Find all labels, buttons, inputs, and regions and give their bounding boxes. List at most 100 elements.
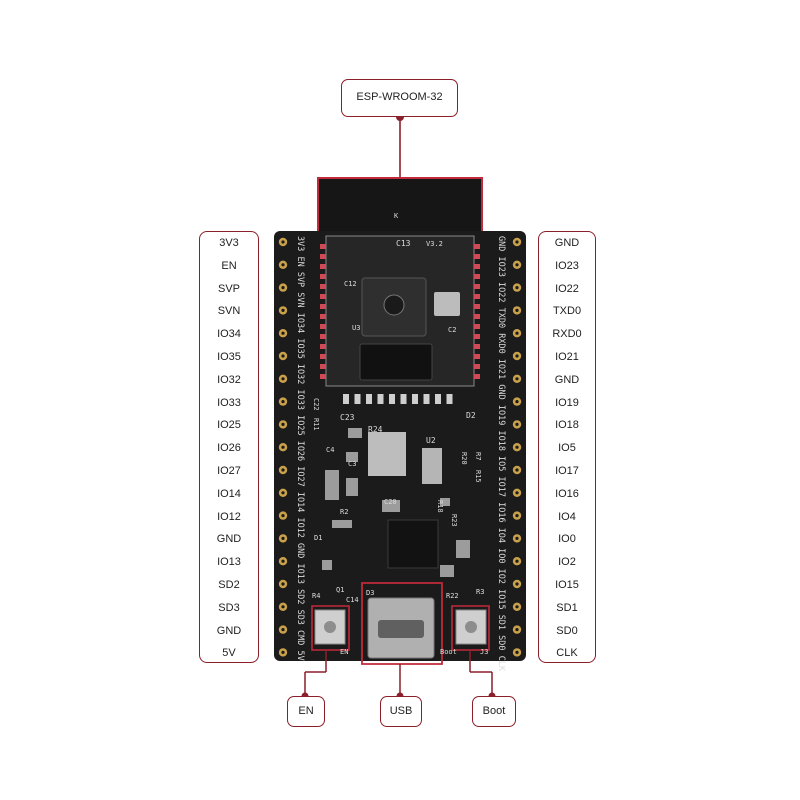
silk-r23: R23 <box>450 514 458 527</box>
header-pad-hole <box>515 240 518 243</box>
header-pad-hole <box>281 446 284 449</box>
silk-left-column: 3V3 EN SVP SVN IO34 IO35 IO32 IO33 IO25 … <box>295 236 305 661</box>
header-pad-hole <box>281 240 284 243</box>
header-pad-hole <box>281 651 284 654</box>
en-callout: EN <box>287 696 325 727</box>
castellation-pad <box>366 394 372 404</box>
header-pad-hole <box>515 377 518 380</box>
header-pad-hole <box>281 468 284 471</box>
pin-label-left-18: 5V <box>200 646 258 660</box>
pin-label-right-17: SD0 <box>539 624 595 638</box>
castellation-pad <box>343 394 349 404</box>
pin-label-left-12: IO12 <box>200 510 258 524</box>
header-pad-hole <box>281 560 284 563</box>
silk-d1: D1 <box>314 534 322 542</box>
castellation-pad <box>320 344 326 349</box>
usb-uart-chip <box>388 520 438 568</box>
silk-c12: C12 <box>344 280 357 288</box>
castellation-pad <box>474 244 480 249</box>
silk-c23: C23 <box>340 413 355 422</box>
module-callout: ESP-WROOM-32 <box>341 79 458 117</box>
silk-c2: C2 <box>448 326 456 334</box>
pin-label-left-7: IO33 <box>200 396 258 410</box>
antenna <box>318 178 482 234</box>
silk-r7: R7 <box>474 452 482 460</box>
header-pad-hole <box>281 582 284 585</box>
pin-label-right-12: IO4 <box>539 510 595 524</box>
usb-port-opening <box>378 620 424 638</box>
pin-label-right-16: SD1 <box>539 601 595 615</box>
silk-c22: C22 <box>312 398 320 411</box>
castellation-pad <box>320 244 326 249</box>
header-pad-hole <box>281 263 284 266</box>
castellation-pad <box>355 394 361 404</box>
silk-u3: U3 <box>352 324 360 332</box>
header-pad-hole <box>515 309 518 312</box>
pin-label-right-9: IO5 <box>539 441 595 455</box>
castellation-pad <box>320 274 326 279</box>
castellation-pad <box>474 324 480 329</box>
castellation-pad <box>474 254 480 259</box>
pin-label-left-6: IO32 <box>200 373 258 387</box>
silk-v32: V3.2 <box>426 240 443 248</box>
castellation-pad <box>320 354 326 359</box>
castellation-pad <box>474 354 480 359</box>
castellation-pad <box>424 394 430 404</box>
silk-r3: R3 <box>476 588 484 596</box>
castellation-pad <box>320 314 326 319</box>
header-pad-hole <box>281 514 284 517</box>
pin-label-left-2: SVP <box>200 282 258 296</box>
crystal <box>434 292 460 316</box>
castellation-pad <box>320 284 326 289</box>
silk-r22: R22 <box>446 592 459 600</box>
pin-label-right-10: IO17 <box>539 464 595 478</box>
boot-callout-label: Boot <box>483 705 506 717</box>
pin-label-right-5: IO21 <box>539 350 595 364</box>
header-pad-hole <box>515 537 518 540</box>
pin-label-left-9: IO26 <box>200 441 258 455</box>
header-pad-hole <box>515 400 518 403</box>
header-pad-hole <box>515 446 518 449</box>
pin-label-left-1: EN <box>200 259 258 273</box>
pin-label-right-11: IO16 <box>539 487 595 501</box>
silk-c13: C13 <box>396 239 411 248</box>
header-pad-hole <box>515 582 518 585</box>
castellation-pad <box>320 364 326 369</box>
silk-r15: R15 <box>474 470 482 483</box>
pin-label-right-15: IO15 <box>539 578 595 592</box>
silk-r20: R20 <box>460 452 468 465</box>
pin-label-left-0: 3V3 <box>200 236 258 250</box>
castellation-pad <box>435 394 441 404</box>
silk-c4: C4 <box>326 446 334 454</box>
silk-r4: R4 <box>312 592 320 600</box>
silk-c3: C3 <box>348 460 356 468</box>
pin-label-right-1: IO23 <box>539 259 595 273</box>
silk-d2: D2 <box>466 411 476 420</box>
silk-r24: R24 <box>368 425 383 434</box>
header-pad-hole <box>281 354 284 357</box>
header-pad-hole <box>515 560 518 563</box>
castellation-pad <box>320 324 326 329</box>
pin-label-left-8: IO25 <box>200 418 258 432</box>
castellation-pad <box>474 374 480 379</box>
silk-boot-switch: Boot <box>440 648 457 656</box>
silk-q1: Q1 <box>336 586 344 594</box>
silk-r2: R2 <box>340 508 348 516</box>
right-pin-box: GNDIO23IO22TXD0RXD0IO21GNDIO19IO18IO5IO1… <box>538 231 596 663</box>
header-pad-hole <box>515 286 518 289</box>
pin-label-left-15: SD2 <box>200 578 258 592</box>
espressif-logo-icon <box>384 295 404 315</box>
pin-label-left-4: IO34 <box>200 327 258 341</box>
en-button-cap <box>324 621 336 633</box>
castellation-pad <box>320 264 326 269</box>
silk-c20: C20 <box>384 498 397 506</box>
header-pad-hole <box>281 309 284 312</box>
silk-d3: D3 <box>366 589 374 597</box>
castellation-pad <box>412 394 418 404</box>
usb-callout-label: USB <box>390 705 413 717</box>
castellation-pad <box>401 394 407 404</box>
module-callout-label: ESP-WROOM-32 <box>356 91 442 103</box>
castellation-pad <box>474 264 480 269</box>
header-pad-hole <box>515 628 518 631</box>
